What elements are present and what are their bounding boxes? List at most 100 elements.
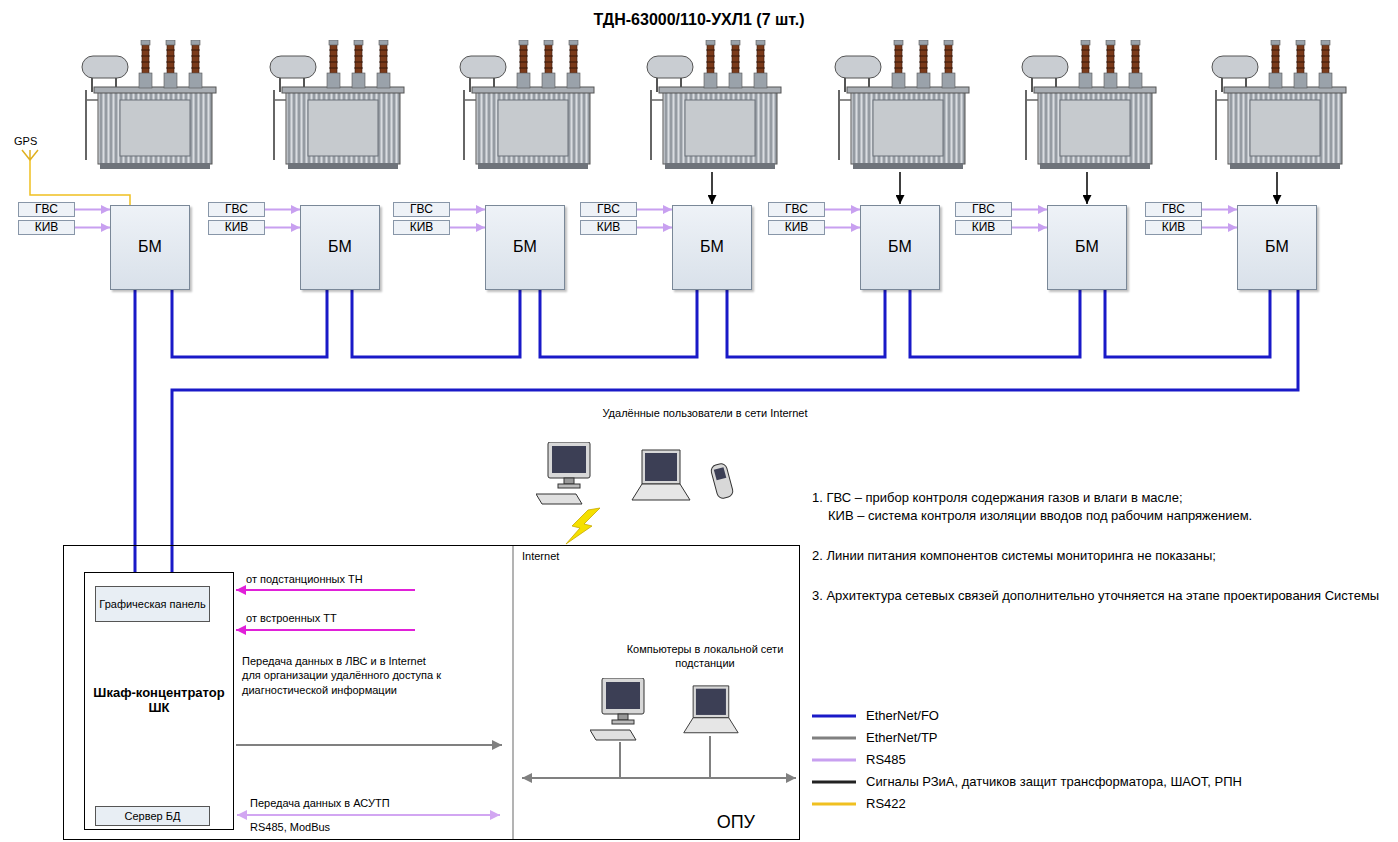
legend-text: RS422: [866, 796, 906, 813]
ethernet-fo-link: [727, 290, 885, 357]
monitoring-unit-box: БМ: [110, 205, 190, 290]
legend-text: EtherNet/TP: [866, 730, 938, 747]
annotation-label: Компьютеры в локальной сети подстанции: [600, 642, 810, 671]
ethernet-fo-link: [172, 290, 327, 357]
monitoring-unit-box: БМ: [300, 205, 380, 290]
rs485-link: [450, 209, 485, 211]
sensor-name: КИВ: [410, 221, 434, 234]
unit-name: БМ: [1265, 238, 1289, 256]
rs485-link: [637, 209, 672, 211]
note-text: 2. Линии питания компонентов системы мон…: [812, 548, 1392, 565]
signal-arrows: [236, 590, 796, 815]
monitoring-unit-box: БМ: [1047, 205, 1127, 290]
internet-bolt: [566, 508, 600, 544]
annotation-label: GPS: [14, 134, 37, 148]
remote-users-icons: [536, 442, 734, 544]
box-label: Шкаф-концентратор ШК: [89, 686, 229, 716]
annotation-label: RS485, ModBus: [250, 820, 330, 834]
unit-name: БМ: [1075, 238, 1099, 256]
sensor-name: КИВ: [35, 221, 59, 234]
rs485-link: [825, 209, 860, 211]
unit-name: БМ: [138, 238, 162, 256]
note-text: 3. Архитектура сетевых связей дополнител…: [812, 588, 1392, 605]
unit-name: БМ: [513, 238, 537, 256]
rs485-link: [1202, 209, 1237, 211]
annotation-label: от подстанционных ТН: [246, 572, 363, 586]
note-text: 1. ГВС – прибор контроля содержания газо…: [812, 490, 1392, 507]
unit-name: БМ: [888, 238, 912, 256]
cabinet-module-box: Сервер БД: [95, 806, 210, 826]
sensor-box: ГВС: [768, 202, 825, 217]
sensor-name: ГВС: [35, 203, 58, 216]
sensor-box: ГВС: [393, 202, 450, 217]
annotation-label: от встроенных ТТ: [246, 611, 337, 625]
ethernet-fo-link: [910, 290, 1080, 357]
unit-name: БМ: [328, 238, 352, 256]
rs485-link: [825, 227, 860, 229]
sensor-box: ГВС: [580, 202, 637, 217]
control-building-region: ОПУ Шкаф-концентратор ШК Графическая панел…: [63, 545, 800, 840]
sensor-box: ГВС: [208, 202, 265, 217]
rs485-link: [75, 227, 110, 229]
legend-samples: [812, 716, 856, 804]
sensor-box: ГВС: [955, 202, 1012, 217]
ethernet-fo-link: [540, 290, 697, 357]
box-label: Сервер БД: [125, 810, 181, 823]
sensor-name: КИВ: [225, 221, 249, 234]
sensor-name: КИВ: [785, 221, 809, 234]
sensor-box: КИВ: [1145, 220, 1202, 235]
sensor-box: КИВ: [768, 220, 825, 235]
sensor-name: КИВ: [597, 221, 621, 234]
sensor-name: КИВ: [972, 221, 996, 234]
annotation-label: Передача данных в ЛВС и в Internet для о…: [242, 654, 447, 697]
monitoring-unit-box: БМ: [1237, 205, 1317, 290]
rs485-link: [75, 209, 110, 211]
annotation-label: Передача данных в АСУТП: [250, 796, 390, 810]
lan-computers: [590, 678, 738, 740]
opu-divider: [513, 546, 514, 839]
sensor-box: КИВ: [393, 220, 450, 235]
rs485-link: [1012, 209, 1047, 211]
gps-antenna: [22, 150, 130, 205]
legend-text: EtherNet/FO: [866, 708, 939, 725]
diagram-title: ТДН-63000/110-УХЛ1 (7 шт.): [0, 10, 1398, 31]
sensor-name: КИВ: [1162, 221, 1186, 234]
concentrator-cabinet: Шкаф-концентратор ШК Графическая панельСе…: [84, 572, 234, 830]
sensor-name: ГВС: [1162, 203, 1185, 216]
monitoring-unit-box: БМ: [860, 205, 940, 290]
sensor-name: ГВС: [597, 203, 620, 216]
sensor-box: КИВ: [580, 220, 637, 235]
monitoring-unit-box: БМ: [672, 205, 752, 290]
rs485-link: [265, 209, 300, 211]
ethernet-fo-link: [134, 290, 137, 572]
sensor-name: ГВС: [410, 203, 433, 216]
protection-signal-arrows: [712, 172, 1277, 204]
ethernet-fo-link: [172, 290, 1298, 572]
box-label: Графическая панель: [99, 598, 205, 611]
sensor-box: КИВ: [208, 220, 265, 235]
ethernet-fo-link: [352, 290, 520, 357]
rs485-link: [1202, 227, 1237, 229]
monitoring-unit-box: БМ: [485, 205, 565, 290]
sensor-box: КИВ: [18, 220, 75, 235]
transformers: [82, 40, 1346, 169]
sensor-name: ГВС: [225, 203, 248, 216]
legend-text: Сигналы РЗиА, датчиков защит трансформат…: [866, 774, 1242, 791]
sensor-box: ГВС: [1145, 202, 1202, 217]
sensor-box: КИВ: [955, 220, 1012, 235]
ethernet-fo-link: [1105, 290, 1270, 357]
rs485-link: [637, 227, 672, 229]
cabinet-module-box: Графическая панель: [95, 586, 210, 622]
legend-text: RS485: [866, 752, 906, 769]
unit-name: БМ: [700, 238, 724, 256]
box-label: ОПУ: [717, 812, 755, 833]
note-text: КИВ – система контроля изоляции вводов п…: [828, 508, 1388, 525]
rs485-link: [265, 227, 300, 229]
annotation-label: Internet: [522, 549, 559, 563]
sensor-box: ГВС: [18, 202, 75, 217]
sensor-name: ГВС: [785, 203, 808, 216]
annotation-label: Удалённые пользователи в сети Internet: [600, 406, 810, 420]
sensor-name: ГВС: [972, 203, 995, 216]
rs485-link: [1012, 227, 1047, 229]
